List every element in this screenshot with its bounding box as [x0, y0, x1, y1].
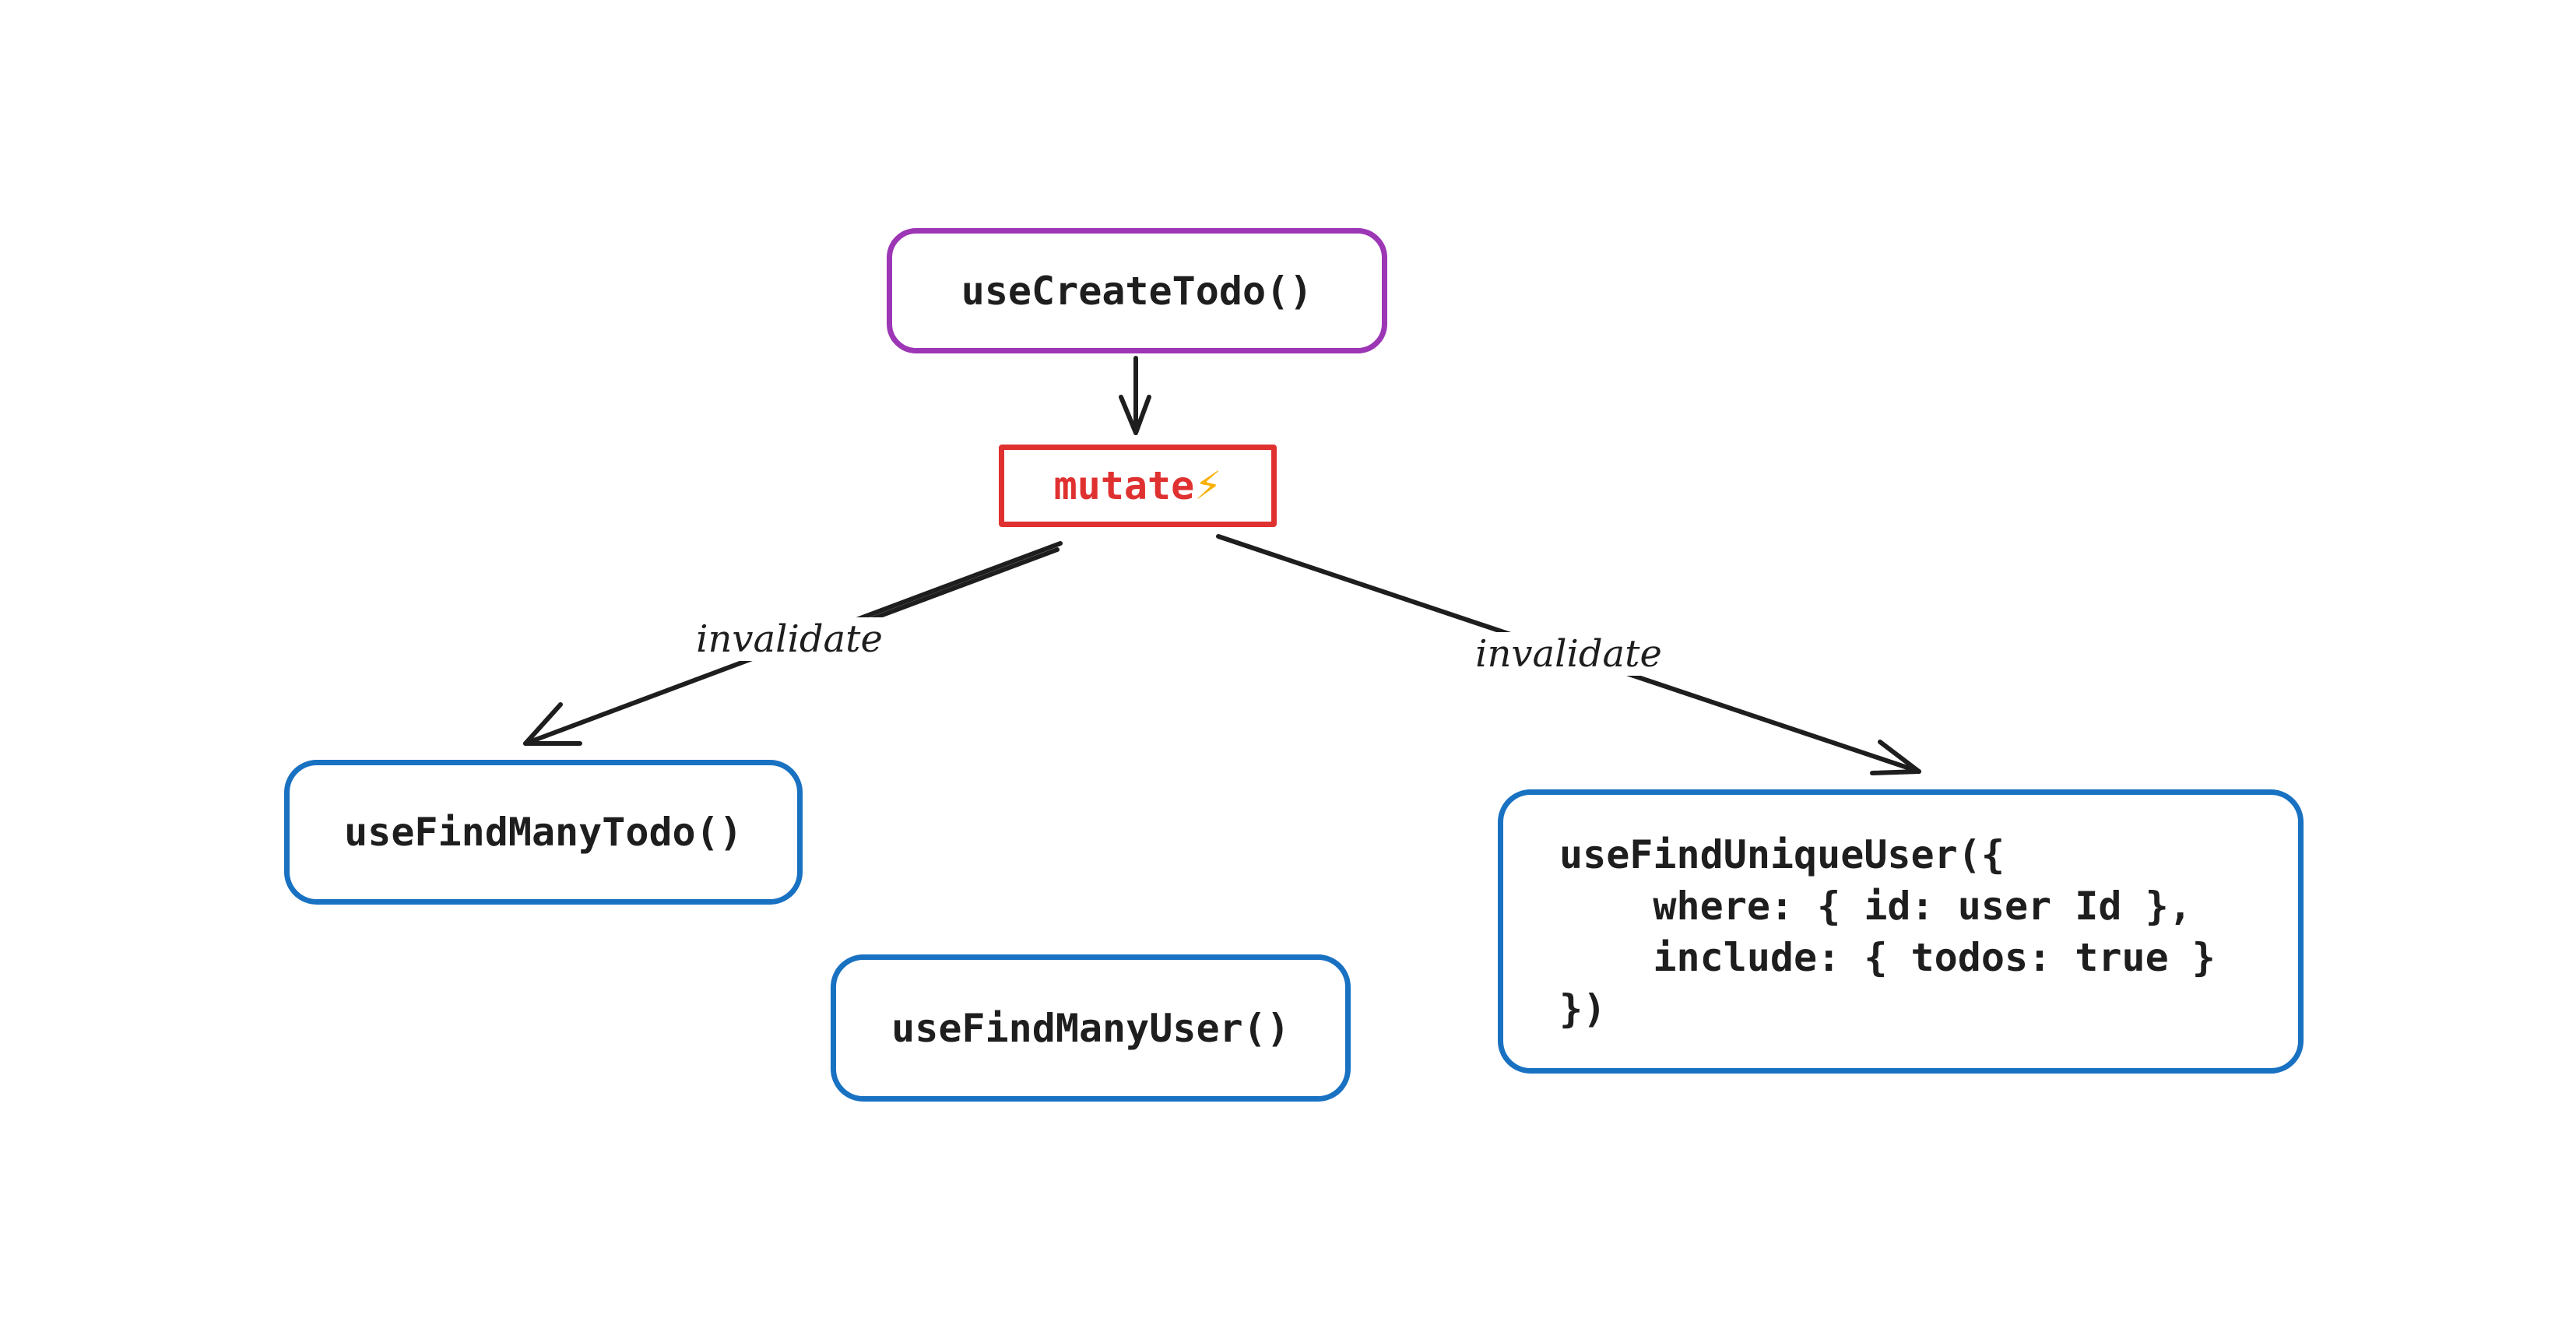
invalidate-label-left: invalidate [693, 617, 886, 661]
use-create-todo-node: useCreateTodo() [887, 228, 1387, 353]
arrow-create-to-mutate [1119, 356, 1151, 435]
use-create-todo-text: useCreateTodo() [961, 268, 1313, 314]
use-find-many-todo-text: useFindManyTodo() [344, 810, 743, 855]
use-find-many-user-node: useFindManyUser() [831, 954, 1351, 1102]
invalidate-label-right: invalidate [1472, 632, 1665, 676]
mutate-text: mutate [1053, 463, 1195, 508]
use-find-many-user-text: useFindManyUser() [891, 1005, 1290, 1051]
use-find-unique-user-node: useFindUniqueUser({ where: { id: user Id… [1498, 789, 2304, 1074]
use-find-many-todo-node: useFindManyTodo() [284, 760, 803, 905]
use-find-unique-user-text: useFindUniqueUser({ where: { id: user Id… [1559, 831, 2216, 1032]
mutate-node: mutate⚡ [999, 445, 1277, 527]
lightning-bolt-icon: ⚡ [1194, 463, 1222, 508]
